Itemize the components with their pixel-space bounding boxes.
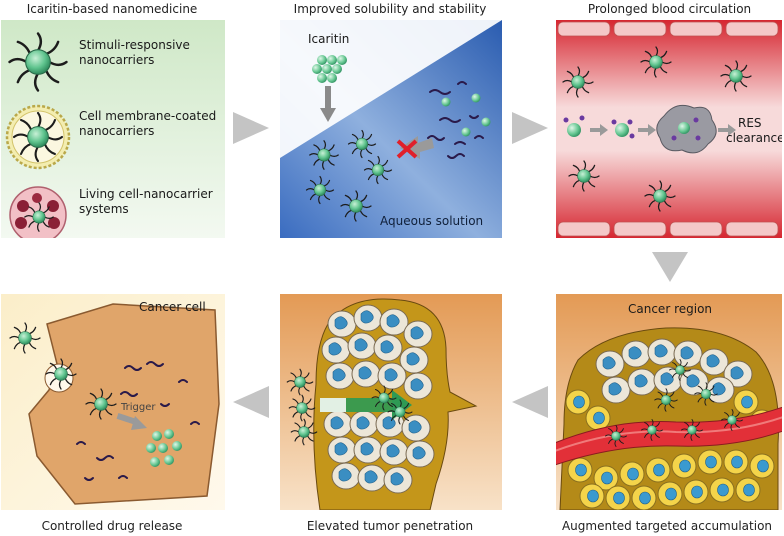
label-cancer-cell: Cancer cell xyxy=(139,300,206,314)
panel-release-art xyxy=(1,294,225,510)
label-stimuli-responsive: Stimuli-responsive xyxy=(79,38,190,52)
arrow-down-icon xyxy=(320,86,336,122)
label-membrane-coated-2: nanocarriers xyxy=(79,124,155,138)
label-clearance: clearance xyxy=(726,131,782,145)
panel-penetration-art xyxy=(280,294,502,510)
blocked-arrow-icon xyxy=(396,136,434,159)
panel-release: Cancer cell Trigger xyxy=(1,294,225,510)
panel-accumulation-art xyxy=(556,294,782,510)
panel-nanomedicine: Stimuli-responsive nanocarriers Cell mem… xyxy=(1,20,225,238)
label-aqueous-solution: Aqueous solution xyxy=(380,214,484,228)
membrane-coated-nanocarrier-icon xyxy=(5,104,71,170)
label-living-cell-2: systems xyxy=(79,202,129,216)
panel-title-accumulation: Augmented targeted accumulation xyxy=(561,519,773,533)
panel-penetration xyxy=(280,294,502,510)
label-membrane-coated: Cell membrane-coated xyxy=(79,109,217,123)
panel-title-release: Controlled drug release xyxy=(41,519,183,533)
panel-title-penetration: Elevated tumor penetration xyxy=(306,519,474,533)
icaritin-cluster-icon xyxy=(312,55,347,83)
label-res: RES xyxy=(738,116,762,130)
vessel-wall-bottom xyxy=(557,221,779,237)
label-stimuli-responsive-2: nanocarriers xyxy=(79,53,155,67)
vessel-wall-top xyxy=(557,21,779,37)
arrow-right-2 xyxy=(512,112,548,144)
panel-circulation: RES clearance xyxy=(556,20,782,238)
label-cancer-region: Cancer region xyxy=(628,302,713,316)
living-cell-system-icon xyxy=(9,186,67,238)
panel-title-nanomedicine: Icaritin-based nanomedicine xyxy=(26,2,198,16)
res-clearance-sequence xyxy=(563,104,736,154)
released-drug-icon xyxy=(146,429,182,467)
arrow-right-1 xyxy=(233,112,269,144)
panel-nanomedicine-art xyxy=(1,20,225,238)
arrow-left-2 xyxy=(512,386,548,418)
arrow-down xyxy=(652,252,688,282)
panel-solubility: Icaritin Aqueous solution xyxy=(280,20,502,238)
panel-accumulation: Cancer region xyxy=(556,294,782,510)
panel-title-solubility: Improved solubility and stability xyxy=(293,2,487,16)
trigger-arrow-icon xyxy=(116,413,147,430)
panel-solubility-art xyxy=(280,20,502,238)
blood-vessel xyxy=(556,406,782,466)
label-trigger: Trigger xyxy=(121,402,156,413)
label-icaritin: Icaritin xyxy=(308,32,350,46)
label-living-cell: Living cell-nanocarrier xyxy=(79,187,213,201)
panel-circulation-art xyxy=(556,20,782,238)
arrow-left-1 xyxy=(233,386,269,418)
panel-title-circulation: Prolonged blood circulation xyxy=(587,2,752,16)
